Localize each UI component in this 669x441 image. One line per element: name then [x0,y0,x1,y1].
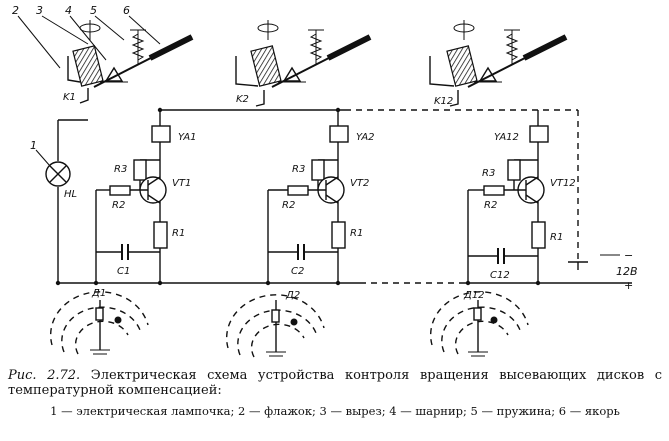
callout-2: 2 [12,4,19,17]
circuit-diagram: HL − 12В + 2 3 4 5 6 1 K1 [12,4,638,358]
capacitor-label-2: C2 [291,266,304,277]
disk-label-1: Д1 [91,288,106,299]
figure-number: Рис. 2.72. [8,368,81,383]
r3-label-3: R3 [482,168,495,179]
r3-label-1: R3 [114,164,127,175]
disk-3 [429,291,529,357]
r2-label-3: R2 [484,200,497,211]
contact-label-2: K2 [236,94,249,105]
capacitor-label-3: C12 [490,270,510,281]
sensor-block-2: K2 YA2 R3 VT2 R2 R1 C2 Д2 [225,20,375,358]
callout-5: 5 [90,4,97,17]
mechanism-2 [235,20,372,107]
r1-label-2: R1 [350,228,363,239]
callout-leaders [17,15,161,167]
figure-caption: Рис. 2.72. Электрическая схема устройств… [8,368,662,398]
callout-3: 3 [36,4,43,17]
mechanism-1 [67,20,194,104]
callout-1: 1 [30,139,37,152]
disk-1 [49,291,149,355]
supply-minus: − [624,249,633,262]
r2-label-1: R2 [112,200,125,211]
lamp-label: HL [64,189,77,200]
transistor-label-3: VT12 [550,178,576,189]
relay-label-3: YA12 [494,132,519,143]
lamp-hl [45,161,71,187]
disk-label-3: Д12 [463,290,485,301]
contact-label-1: K1 [63,92,76,103]
sensor-block-3: K12 YA12 R3 VT12 R2 R1 C12 Д12 [429,20,576,357]
r1-label-3: R1 [550,232,563,243]
r3-label-2: R3 [292,164,305,175]
relay-label-2: YA2 [356,132,375,143]
supply-voltage: 12В [616,265,638,278]
capacitor-label-1: C1 [117,266,130,277]
main-wiring [57,109,632,284]
transistor-label-2: VT2 [350,178,369,189]
sensor-block-1: K1 YA1 R3 VT1 R2 R1 C1 [49,20,197,355]
supply-plus: + [624,279,633,292]
relay-label-1: YA1 [178,132,197,143]
contact-label-3: K12 [434,96,453,107]
figure-title: Электрическая схема устройства контроля … [8,368,662,398]
mechanism-3 [429,20,568,107]
transistor-label-1: VT1 [172,178,191,189]
r1-label-1: R1 [172,228,185,239]
callout-6: 6 [123,4,130,17]
figure-legend: 1 — электрическая лампочка; 2 — флажок; … [50,404,620,418]
r2-label-2: R2 [282,200,295,211]
callout-4: 4 [65,4,72,17]
disk-label-2: Д2 [285,290,300,301]
disk-2 [225,294,325,358]
